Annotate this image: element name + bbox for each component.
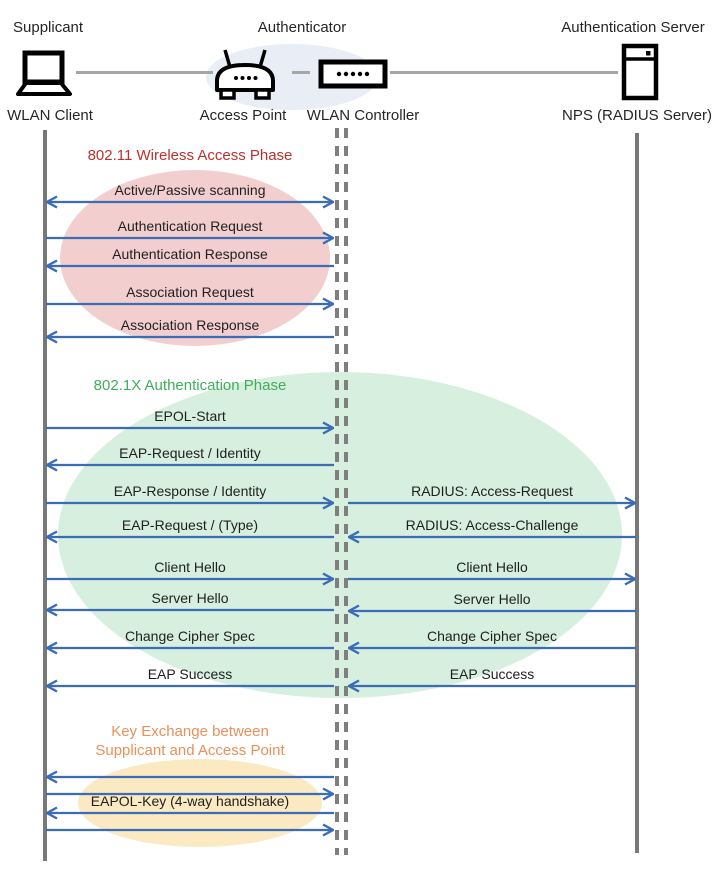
wireless-phase-ellipse <box>60 170 330 346</box>
device-access-point: Access Point <box>199 107 287 124</box>
message-arrow-right <box>46 496 334 510</box>
phase-title-key-exchange: Key Exchange between Supplicant and Acce… <box>95 723 285 759</box>
message-arrow-left <box>348 604 636 618</box>
message-arrow-left <box>46 770 334 784</box>
connector-controller-server <box>390 71 618 74</box>
message-arrow-right <box>46 823 334 837</box>
device-nps-radius-server: NPS (RADIUS Server) <box>561 107 713 124</box>
message-arrow-right <box>46 231 334 245</box>
controller-lifeline-dashed-right <box>344 128 348 855</box>
message-arrow-left <box>46 679 334 693</box>
key-exchange-ellipse <box>78 759 322 847</box>
role-supplicant: Supplicant <box>13 19 84 36</box>
message-arrow-right <box>46 787 334 801</box>
controller-lifeline-dashed-left <box>335 128 339 855</box>
message-arrow-left <box>46 641 334 655</box>
dot1x-phase-ellipse <box>58 372 622 698</box>
role-authentication-server: Authentication Server <box>561 19 705 36</box>
message-label: EAP Success <box>449 666 535 682</box>
message-label: Authentication Request <box>117 218 263 234</box>
client-lifeline <box>43 130 47 861</box>
message-arrow-right <box>348 572 636 586</box>
message-label: EAP-Request / (Type) <box>121 517 259 533</box>
phase-title-dot1x: 802.1X Authentication Phase <box>93 377 287 394</box>
message-arrow-left <box>46 806 334 820</box>
message-label: Association Response <box>120 317 260 333</box>
laptop-icon <box>16 50 72 96</box>
message-arrow-left <box>348 530 636 544</box>
message-arrow-right <box>46 421 334 435</box>
role-authenticator: Authenticator <box>257 19 347 36</box>
access-point-icon <box>215 49 275 100</box>
message-arrow-left <box>348 641 636 655</box>
server-lifeline <box>635 133 639 853</box>
message-label: RADIUS: Access-Challenge <box>405 517 579 533</box>
message-label: EAP-Response / Identity <box>113 483 267 499</box>
message-label: Client Hello <box>456 559 528 575</box>
message-label: EAPOL-Key (4-way handshake) <box>90 793 290 809</box>
message-label: Server Hello <box>453 591 531 607</box>
controller-icon <box>318 59 388 89</box>
message-label: RADIUS: Access-Request <box>411 483 573 499</box>
message-arrow-left <box>46 259 334 273</box>
message-label: EAP Success <box>147 666 233 682</box>
message-arrow-right <box>46 572 334 586</box>
message-arrow-left <box>46 603 334 617</box>
device-wlan-client: WLAN Client <box>7 107 93 124</box>
connector-client-ap <box>76 71 213 74</box>
message-arrow-left <box>46 530 334 544</box>
message-arrow-left <box>46 458 334 472</box>
message-label: Client Hello <box>154 559 226 575</box>
message-label: Server Hello <box>151 590 229 606</box>
message-label: Change Cipher Spec <box>125 628 255 644</box>
phase-title-wireless: 802.11 Wireless Access Phase <box>87 147 293 164</box>
device-wlan-controller: WLAN Controller <box>306 107 420 124</box>
message-arrow-both <box>46 195 334 209</box>
message-arrow-left <box>348 679 636 693</box>
message-label: Association Request <box>126 284 254 300</box>
message-label: EPOL-Start <box>154 408 226 424</box>
server-icon <box>621 43 659 101</box>
message-label: Active/Passive scanning <box>114 182 266 198</box>
message-label: Authentication Response <box>112 246 268 262</box>
message-arrow-left <box>46 330 334 344</box>
message-arrow-right <box>348 496 636 510</box>
message-label: Change Cipher Spec <box>427 628 557 644</box>
connector-ap-controller <box>292 71 310 74</box>
message-arrow-right <box>46 297 334 311</box>
message-label: EAP-Request / Identity <box>119 445 261 461</box>
